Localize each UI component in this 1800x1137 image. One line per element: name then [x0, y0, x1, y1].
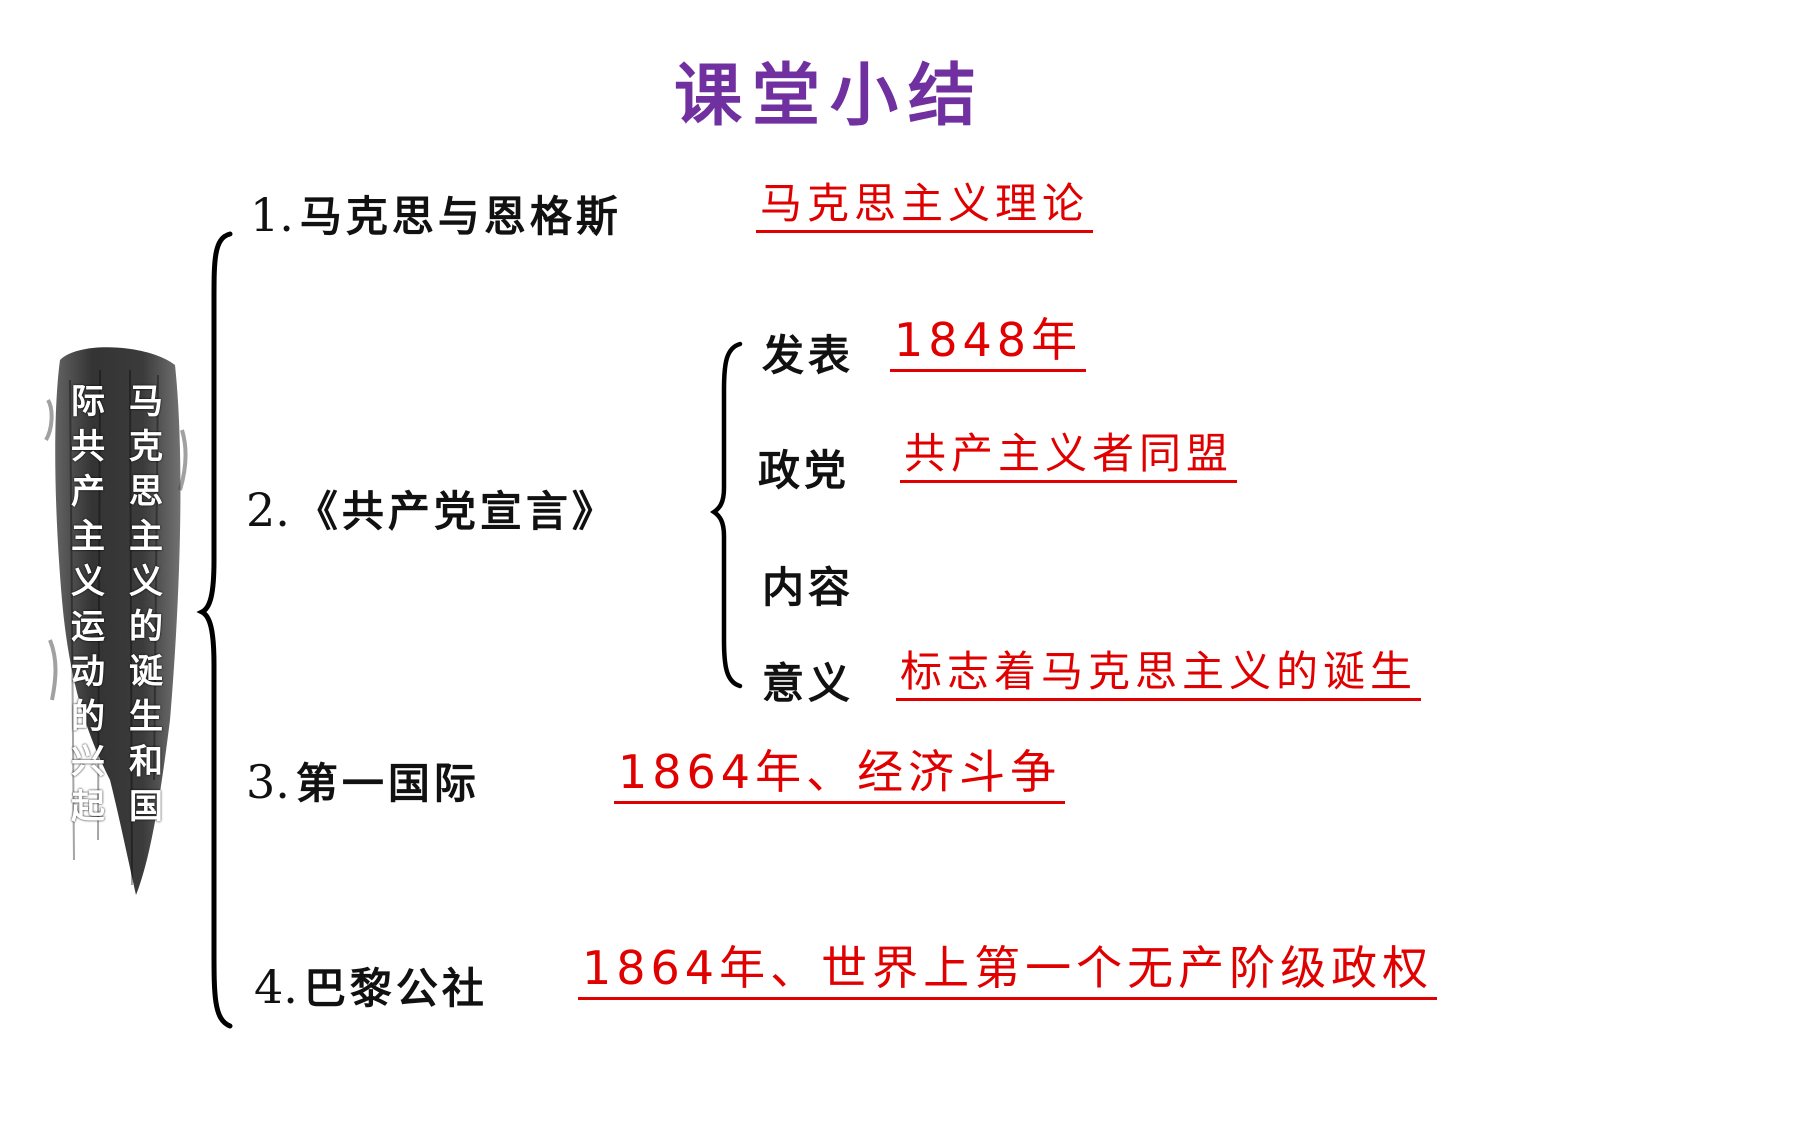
banner-char: 的: [71, 697, 105, 737]
sub-item-3-label: 内容: [762, 563, 855, 612]
item-3-label: 3.第一国际: [246, 750, 480, 811]
ink-brush-background: [44, 347, 188, 895]
item-4-text: 巴黎公社: [303, 964, 488, 1013]
item-3-text: 第一国际: [295, 759, 480, 808]
banner-char: 的: [129, 607, 163, 647]
banner-char: 主: [71, 517, 105, 557]
item-4-number: 4.: [254, 960, 298, 1014]
banner-char: 主: [129, 517, 163, 557]
banner-column-left: 际共产主义运动的兴起: [64, 380, 112, 830]
item-1-number: 1.: [250, 188, 294, 242]
item-4-answer: 1864年、世界上第一个无产阶级政权: [578, 942, 1438, 1000]
sub-item-2-answer: 共产主义者同盟: [900, 429, 1238, 484]
item-1-text: 马克思与恩格斯: [299, 192, 622, 241]
item-1-label: 1.马克思与恩格斯: [250, 183, 622, 244]
page-title: 课堂小结: [673, 57, 986, 136]
banner-column-right: 马克思主义的诞生和国: [122, 380, 170, 830]
item-2-label: 2.《共产党宣言》: [246, 478, 618, 539]
item-2-text: 《共产党宣言》: [295, 487, 618, 536]
sub-item-4-label: 意义: [762, 659, 855, 708]
banner-char: 克: [129, 427, 163, 467]
banner-char: 运: [71, 607, 105, 647]
item-4-label: 4.巴黎公社: [254, 955, 488, 1016]
banner-char: 兴: [71, 742, 105, 782]
item-3-answer: 1864年、经济斗争: [614, 746, 1066, 804]
sub-item-1-answer: 1848年: [890, 314, 1087, 372]
side-banner: 马克思主义的诞生和国 际共产主义运动的兴起: [40, 340, 190, 900]
banner-char: 义: [129, 562, 163, 602]
sub-brace: [709, 341, 743, 689]
banner-char: 马: [129, 382, 163, 422]
sub-item-1-label: 发表: [762, 331, 855, 380]
sub-item-2-label: 政党: [758, 446, 851, 495]
banner-char: 际: [71, 382, 105, 422]
banner-char: 和: [129, 742, 163, 782]
banner-char: 国: [129, 787, 163, 827]
banner-char: 诞: [129, 652, 163, 692]
sub-item-4-answer: 标志着马克思主义的诞生: [896, 647, 1422, 702]
item-1-answer: 马克思主义理论: [756, 179, 1094, 234]
item-2-number: 2.: [246, 483, 290, 537]
banner-char: 生: [129, 697, 163, 737]
main-brace: [196, 231, 233, 1029]
banner-char: 起: [71, 787, 105, 827]
banner-char: 思: [129, 472, 163, 512]
item-3-number: 3.: [246, 755, 290, 809]
banner-char: 共: [71, 427, 105, 467]
banner-char: 动: [71, 652, 105, 692]
banner-char: 义: [71, 562, 105, 602]
banner-char: 产: [71, 472, 105, 512]
